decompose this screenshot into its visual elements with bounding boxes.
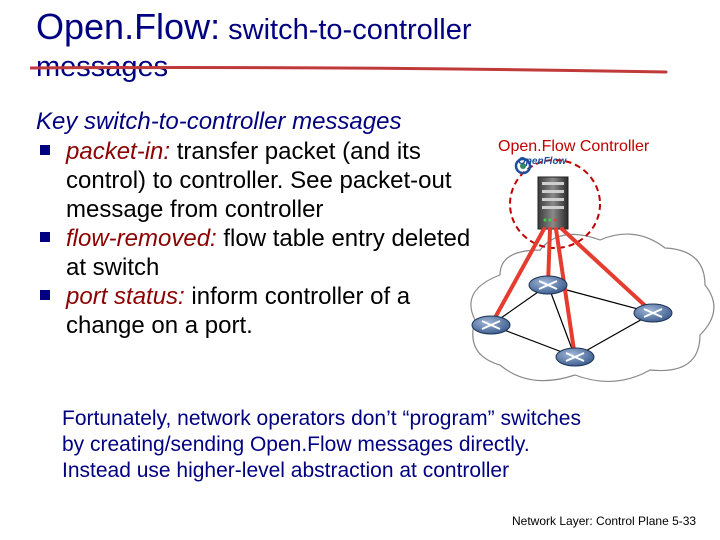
bullet-item: flow-removed: flow table entry deleted a…: [36, 224, 476, 282]
bullet-list: packet-in: transfer packet (and its cont…: [36, 137, 476, 340]
bullet-text: transfer packet (and its control) to con…: [66, 138, 452, 223]
note-line: Fortunately, network operators don’t “pr…: [62, 407, 581, 430]
network-cloud: [470, 233, 715, 383]
controller-label: Open.Flow Controller: [498, 138, 650, 155]
openflow-logo-icon: [514, 157, 532, 175]
control-channels: [489, 227, 655, 359]
openflow-logo-text: OpenFlow: [518, 156, 567, 167]
controller-server-icon: [537, 176, 569, 230]
switch-icon: [528, 275, 568, 295]
note-paragraph: Fortunately, network operators don’t “pr…: [62, 406, 682, 484]
network-diagram: [470, 157, 715, 383]
bullet-item: port status: inform controller of a chan…: [36, 282, 476, 340]
subtitle: Key switch-to-controller messages: [36, 108, 402, 135]
bullet-item: packet-in: transfer packet (and its cont…: [36, 137, 476, 224]
bullet-marker-icon: [40, 232, 50, 242]
controller-boundary: [509, 159, 601, 249]
bullet-term: packet-in:: [66, 138, 171, 165]
bullet-text: flow table entry deleted at switch: [66, 225, 471, 281]
slide-footer: Network Layer: Control Plane 5-33: [512, 514, 697, 528]
switch-icon: [633, 303, 673, 323]
note-line: by creating/sending Open.Flow messages d…: [62, 433, 530, 456]
switch-icon: [555, 347, 595, 367]
bullet-marker-icon: [40, 145, 50, 155]
title-underline: [30, 66, 668, 74]
bullet-term: port status:: [66, 283, 185, 310]
note-line: Instead use higher-level abstraction at …: [62, 459, 510, 482]
title-main: Open.Flow:: [36, 6, 221, 47]
bullet-marker-icon: [40, 290, 50, 300]
bullet-term: flow-removed:: [66, 225, 217, 252]
bullet-text: inform controller of a change on a port.: [66, 283, 411, 339]
switch-icon: [471, 315, 511, 335]
title-rest: switch-to-controller: [220, 14, 472, 46]
